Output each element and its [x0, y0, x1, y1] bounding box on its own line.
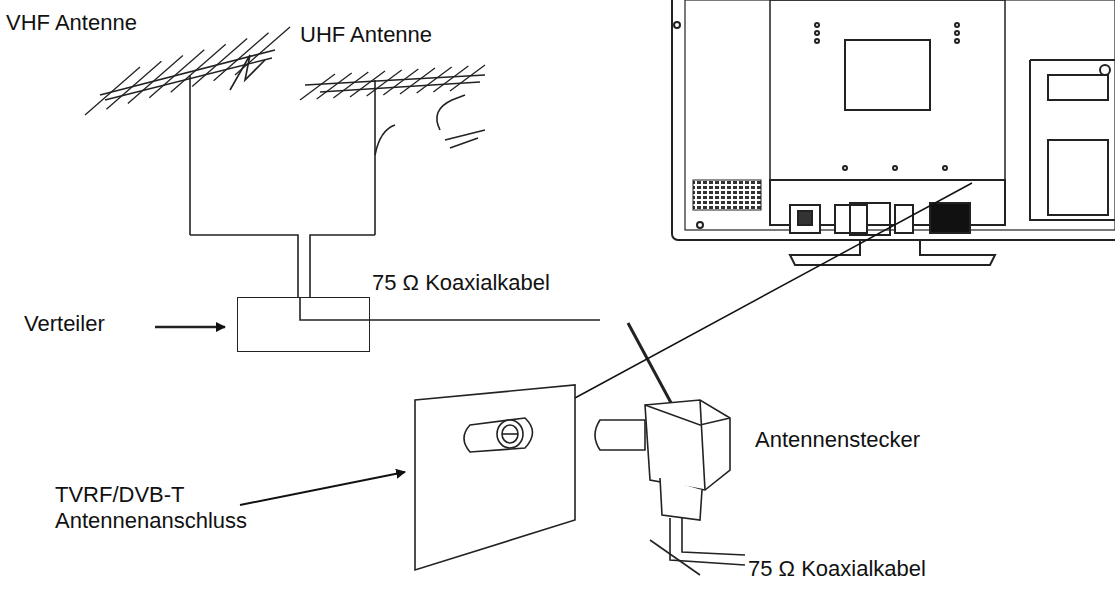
leader-line	[538, 183, 972, 418]
cable-label: 75 Ω Koaxialkabel	[372, 270, 550, 296]
socket-label: TVRF/DVB-T Antennenanschluss	[55, 482, 285, 534]
antenna-element	[367, 70, 402, 96]
antenna-element	[417, 67, 452, 93]
antenna-element	[400, 68, 435, 94]
antenna-element	[128, 56, 183, 104]
antenna-element	[149, 50, 204, 98]
antenna-element	[350, 71, 385, 97]
antenna-element	[300, 74, 335, 100]
antenna-element	[235, 27, 290, 75]
cable-label: 75 Ω Koaxialkabel	[748, 556, 926, 582]
antenna-label: VHF Antenne	[6, 10, 137, 36]
antenna-element	[333, 72, 368, 98]
antenna-label: UHF Antenne	[300, 22, 432, 48]
node-label: Verteiler	[24, 311, 105, 337]
plug-label: Antennenstecker	[755, 427, 920, 453]
antenna-socket	[415, 385, 575, 570]
antenna-element	[383, 69, 418, 95]
antenna-plug	[595, 400, 745, 575]
antenna-element	[317, 73, 352, 99]
leader-line	[240, 472, 405, 505]
antenna-element	[171, 44, 226, 92]
antenna-element	[450, 65, 485, 91]
antenna-element	[85, 67, 140, 115]
antenna-drawing	[100, 50, 690, 438]
antenna-element	[106, 61, 161, 109]
antenna-element	[214, 33, 269, 81]
antenna-element	[433, 66, 468, 92]
antenna-element	[192, 38, 247, 86]
splitter-box: Verteiler	[237, 297, 370, 352]
